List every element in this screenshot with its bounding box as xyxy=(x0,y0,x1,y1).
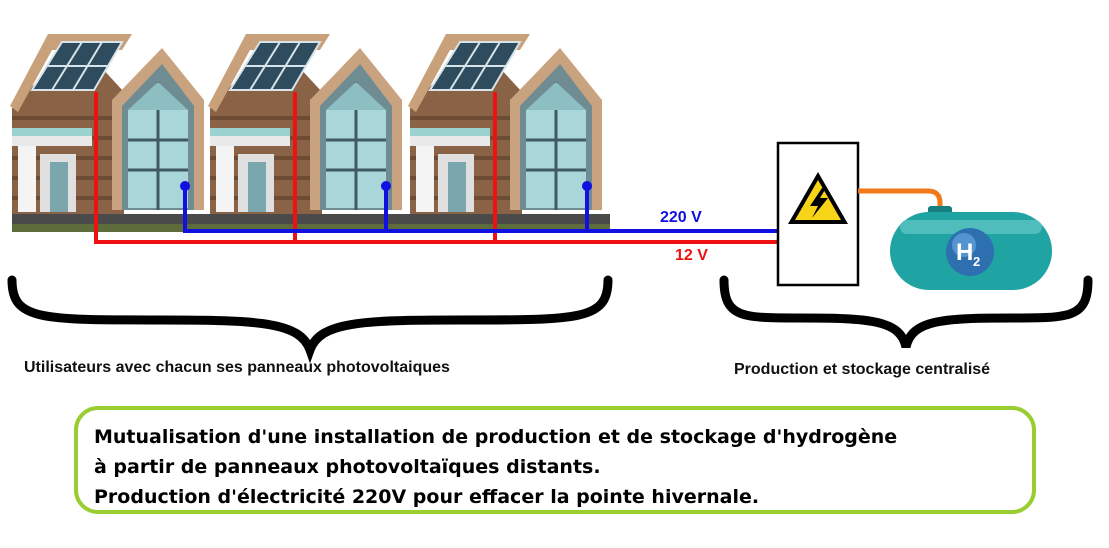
dc-network xyxy=(94,92,778,244)
ac-voltage-label: 220 V xyxy=(660,209,702,226)
house-2 xyxy=(206,32,412,234)
high-voltage-warning-icon xyxy=(788,172,848,224)
h2-subscript: 2 xyxy=(973,254,980,269)
house-3 xyxy=(406,32,612,234)
ac-network xyxy=(180,181,778,233)
central-caption: Production et stockage centralisé xyxy=(734,361,991,378)
house-1 xyxy=(8,32,214,234)
central-curly-brace-icon xyxy=(719,275,1093,349)
summary-line-3: Production d'électricité 220V pour effac… xyxy=(94,486,760,508)
summary-line-2: à partir de panneaux photovoltaïques dis… xyxy=(94,456,601,478)
hydrogen-tank-icon: H 2 xyxy=(890,206,1052,290)
h2-symbol: H xyxy=(956,239,973,266)
summary-box: Mutualisation d'une installation de prod… xyxy=(74,406,1036,514)
users-curly-brace-icon xyxy=(7,275,613,364)
users-caption: Utilisateurs avec chacun ses panneaux ph… xyxy=(24,359,450,376)
dc-voltage-label: 12 V xyxy=(675,247,708,264)
hydrogen-pipe xyxy=(858,188,943,212)
summary-line-1: Mutualisation d'une installation de prod… xyxy=(94,426,898,448)
